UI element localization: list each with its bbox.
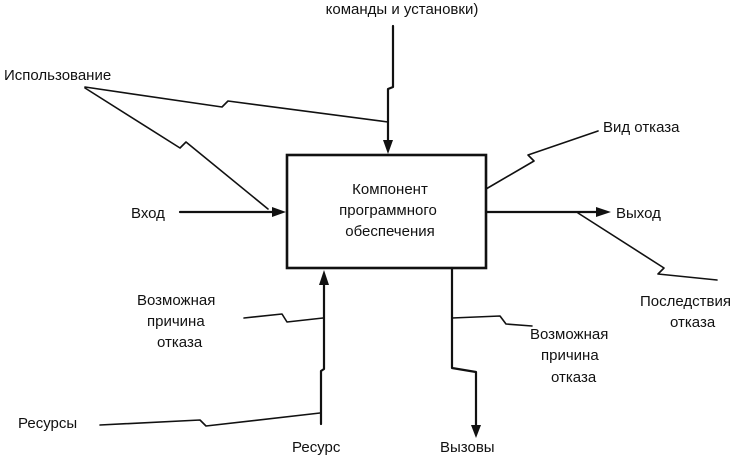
output-arrowhead: [596, 207, 611, 217]
control-arrowhead: [383, 140, 393, 154]
software-component-box: [285, 153, 488, 270]
left-cause-line-1: Возможная: [137, 292, 215, 309]
box-line-1: Компонент: [352, 181, 428, 198]
failure-type-label: Вид отказа: [603, 119, 680, 136]
left-cause-line-2: причина: [147, 313, 205, 330]
resource-arrow: [319, 283, 326, 426]
right-cause-line-1: Возможная: [530, 326, 608, 343]
calls-arrowhead: [471, 425, 481, 438]
resource-arrowhead: [319, 270, 329, 285]
input-arrowhead: [272, 207, 286, 217]
usage-lightning-to-control: [84, 86, 389, 123]
right-cause-lightning: [451, 315, 533, 327]
resource-label: Ресурс: [292, 439, 341, 456]
input-label: Вход: [131, 205, 165, 222]
left-cause-lightning: [243, 313, 324, 323]
control-label: команды и установки): [326, 1, 479, 18]
calls-arrow: [450, 266, 478, 427]
right-cause-line-3: отказа: [551, 369, 597, 386]
usage-label: Использование: [4, 67, 111, 84]
usage-lightning-to-input: [84, 87, 269, 210]
failure-type-lightning: [485, 130, 599, 190]
box-line-3: обеспечения: [345, 223, 435, 240]
consequences-lightning: [577, 212, 718, 281]
box-line-2: программного: [339, 202, 437, 219]
resources-label: Ресурсы: [18, 415, 77, 432]
output-label: Выход: [616, 205, 661, 222]
resources-lightning: [99, 412, 321, 427]
consequences-label-line-1: Последствия: [640, 293, 731, 310]
consequences-label-line-2: отказа: [670, 314, 716, 331]
right-cause-line-2: причина: [541, 347, 599, 364]
left-cause-line-3: отказа: [157, 334, 203, 351]
control-arrow: [386, 24, 395, 142]
calls-label: Вызовы: [440, 439, 495, 456]
